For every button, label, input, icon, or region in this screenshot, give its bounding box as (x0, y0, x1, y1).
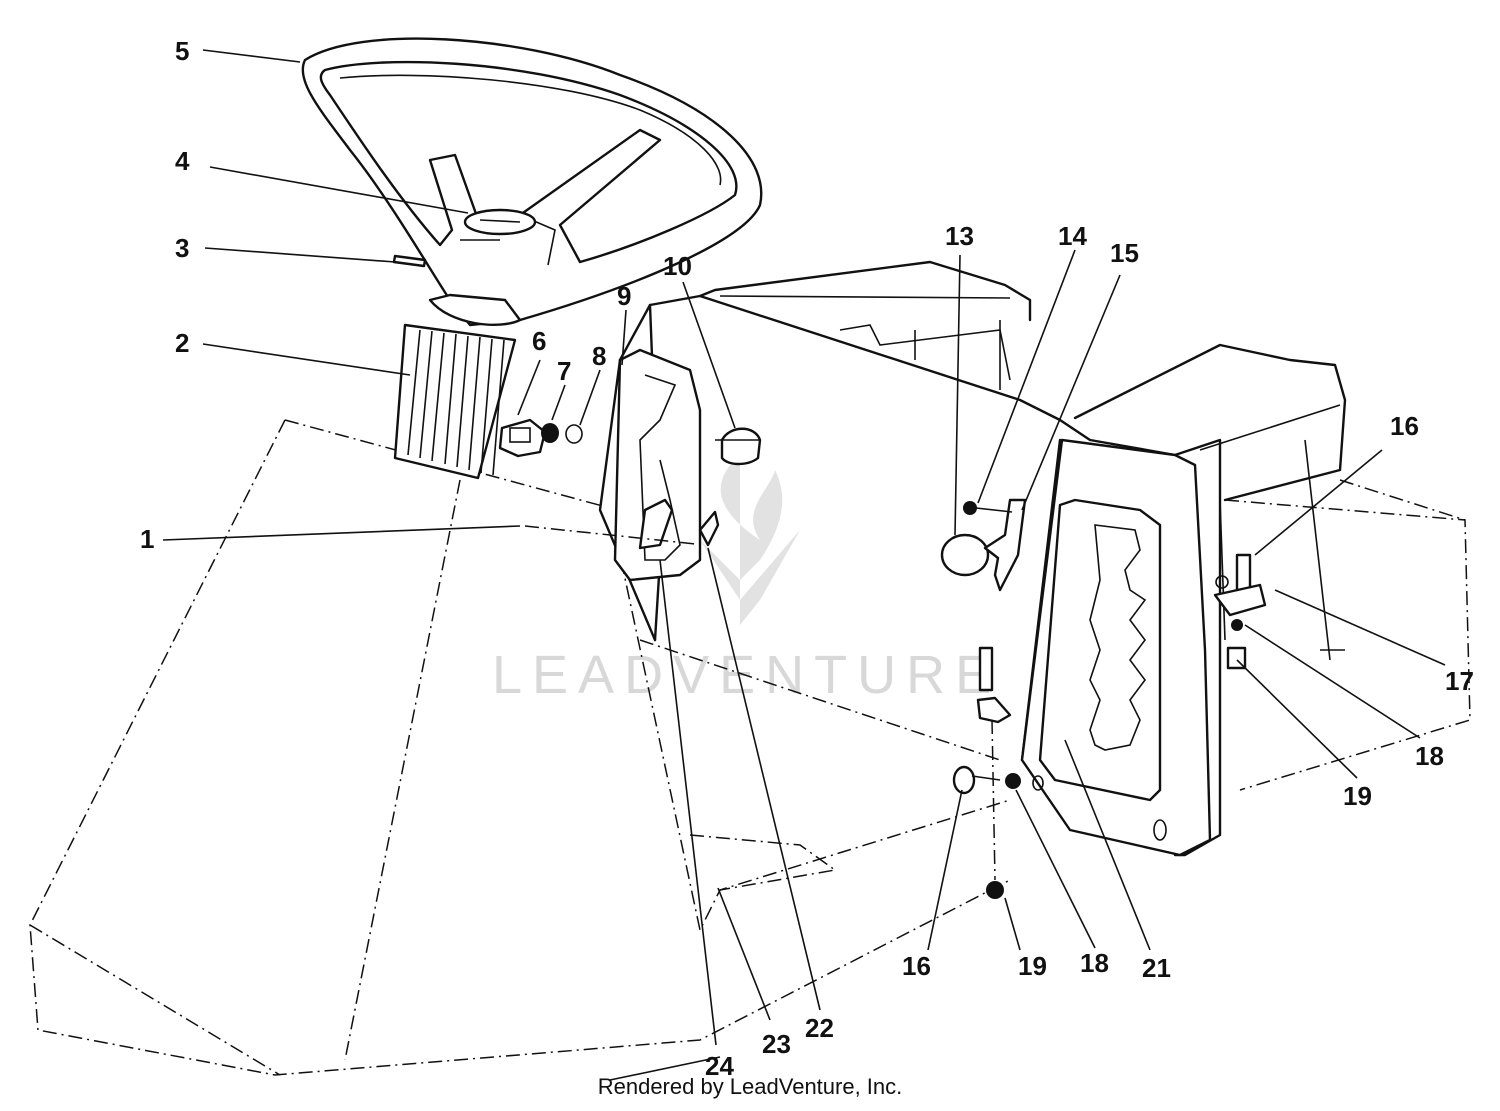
right-fender-panel (1020, 438, 1212, 857)
callout-6: 6 (532, 326, 546, 356)
roll-pin (392, 254, 427, 268)
footer-credit: Rendered by LeadVenture, Inc. (597, 1074, 903, 1099)
watermark-text: LEADVENTURE (492, 645, 1001, 705)
callout-5: 5 (175, 36, 189, 66)
callout-22: 22 (805, 1013, 834, 1043)
callout-10: 10 (663, 251, 692, 281)
callouts: 5 4 3 2 1 6 7 8 9 10 13 14 15 16 17 18 1… (140, 36, 1474, 1081)
lower-bolt-assembly (952, 646, 1044, 899)
callout-15: 15 (1110, 238, 1139, 268)
callout-19-lower: 19 (1018, 951, 1047, 981)
callout-21: 21 (1142, 953, 1171, 983)
callout-1: 1 (140, 524, 154, 554)
callout-7: 7 (557, 356, 571, 386)
callout-24: 24 (705, 1051, 734, 1081)
leader-lines (162, 49, 1446, 1081)
callout-17: 17 (1445, 666, 1474, 696)
choke-knob (715, 427, 762, 466)
steering-wheel (301, 37, 763, 327)
callout-14: 14 (1058, 221, 1087, 251)
callout-18-lower: 18 (1080, 948, 1109, 978)
plate-22 (698, 510, 720, 547)
right-bolt-assembly (1213, 553, 1267, 670)
callout-2: 2 (175, 328, 189, 358)
callout-13: 13 (945, 221, 974, 251)
callout-16-lower: 16 (902, 951, 931, 981)
callout-3: 3 (175, 233, 189, 263)
ignition-parts (498, 418, 583, 458)
watermark: LEADVENTURE (492, 455, 1001, 705)
hood-outline (29, 419, 1471, 1076)
callout-19-right: 19 (1343, 781, 1372, 811)
callout-23: 23 (762, 1029, 791, 1059)
callout-8: 8 (592, 341, 606, 371)
plate-24 (638, 498, 674, 550)
left-fender-panel (598, 303, 702, 642)
lift-lever (940, 498, 1027, 592)
callout-18-right: 18 (1415, 741, 1444, 771)
grip-sleeve (393, 323, 517, 480)
callout-9: 9 (617, 281, 631, 311)
callout-16-right: 16 (1390, 411, 1419, 441)
callout-4: 4 (175, 146, 190, 176)
